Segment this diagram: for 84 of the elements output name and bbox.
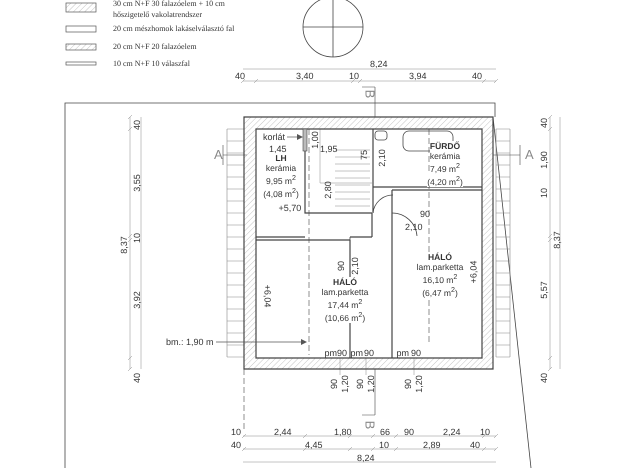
floor-area: 17,44 m$^{2}$ — [328, 297, 362, 310]
dimension: 10 — [132, 233, 142, 243]
room-name: HÁLÓ — [332, 277, 358, 288]
legend-text: 20 cm N+F 20 falazóelem — [113, 41, 198, 52]
net-area: (6,47 m$^{2}$) — [422, 285, 458, 298]
dimension: 10 — [349, 71, 360, 81]
dimension: 90 — [404, 427, 414, 437]
dimension: 75 — [359, 150, 369, 160]
dimension: 1,00 — [310, 131, 320, 149]
dimension: 10 — [231, 427, 242, 437]
floor-finish: kerámia — [266, 163, 296, 174]
dimension: 10 — [379, 440, 390, 450]
level-mark: +6,04 — [262, 284, 272, 308]
dimension: 40 — [132, 120, 142, 130]
dimension: 90 — [336, 261, 346, 271]
dimension: 5,57 — [538, 281, 549, 299]
floor-area: 9,95 m$^{2}$ — [266, 173, 296, 186]
floor-area: 7,49 m$^{2}$ — [430, 161, 460, 174]
stair-railing — [302, 128, 308, 152]
leader-line — [216, 339, 307, 345]
dimension: 8,37 — [552, 231, 562, 249]
section-marker: A — [214, 148, 223, 162]
net-area: (4,08 m$^{2}$) — [263, 186, 299, 199]
dimension: 2,80 — [322, 181, 333, 199]
dimension: 1,20 — [414, 375, 424, 393]
dimension: 2,10 — [376, 149, 387, 167]
dimension: 1,90 — [538, 151, 549, 169]
dimension: 4,45 — [305, 440, 323, 450]
legend-text: 30 cm N+F 30 falazóelem + 10 cm hőszigetelő vakolatrendszer — [113, 0, 226, 20]
dimension: 90 — [420, 209, 430, 219]
dimension: 8,24 — [357, 453, 375, 463]
dimension: 90 — [329, 379, 339, 389]
dimension: 10 — [539, 188, 549, 198]
dimension: 2,10 — [350, 257, 360, 275]
floor-finish: lam.parketta — [322, 287, 368, 298]
dimension: 1,80 — [334, 427, 352, 437]
dimension: 2,24 — [443, 427, 461, 437]
dimension: 40 — [539, 118, 549, 128]
section-marker: A — [525, 148, 534, 162]
dimension: 3,94 — [409, 71, 427, 81]
dimension: 40 — [539, 373, 549, 383]
dimension: 2,89 — [423, 440, 441, 450]
net-area: (10,66 m$^{2}$) — [324, 310, 366, 323]
dimension: 3,92 — [132, 291, 142, 309]
level-mark: +6,04 — [468, 260, 478, 284]
door-note: pm — [324, 348, 338, 358]
door-note: pm — [350, 348, 364, 358]
dimension: 10 — [480, 427, 490, 437]
railing-label: korlát — [263, 132, 286, 142]
dimension: 90 — [411, 348, 422, 358]
dimension: 90 — [364, 348, 374, 358]
leader-line — [286, 134, 303, 140]
dimension: 1,20 — [340, 375, 350, 393]
dimension: 40 — [132, 373, 142, 383]
level-mark: +5,70 — [278, 203, 302, 213]
dimension: 1,20 — [366, 375, 376, 393]
dimension: 1,45 — [269, 144, 287, 154]
dimension: 40 — [470, 440, 480, 450]
section-marker: B — [362, 90, 376, 98]
dimension: 8,37 — [118, 236, 129, 254]
room-name: HÁLÓ — [428, 252, 452, 262]
dimension: 40 — [235, 71, 246, 81]
floor-finish: kerámia — [430, 151, 460, 162]
dimension: 90 — [337, 348, 348, 358]
section-marker: B — [362, 420, 376, 430]
dimension: 8,24 — [370, 59, 388, 69]
room-name: LH — [275, 153, 287, 164]
net-area: (4,20 m$^{2}$) — [427, 174, 463, 187]
legend-text: 20 cm mészhomok lakáselválasztó fal — [113, 23, 236, 34]
dimension: 66 — [380, 427, 390, 437]
floor-area: 16,10 m$^{2}$ — [422, 272, 458, 285]
legend-text: 10 cm N+F 10 válaszfal — [113, 58, 191, 69]
dimension: 90 — [403, 379, 413, 389]
door-note: pm — [396, 348, 410, 358]
floor-height-label: bm.: 1,90 m — [166, 337, 214, 347]
dimension: 40 — [472, 71, 482, 81]
dimension: 40 — [231, 440, 242, 450]
floor-finish: lam.parketta — [416, 262, 464, 272]
dimension: 3,55 — [132, 174, 142, 192]
dimension: 2,44 — [274, 427, 292, 437]
room-name: FÜRDŐ — [430, 141, 460, 152]
dimension: 90 — [355, 379, 365, 389]
dimension: 3,40 — [296, 71, 314, 81]
dimension: 1,95 — [320, 144, 338, 154]
